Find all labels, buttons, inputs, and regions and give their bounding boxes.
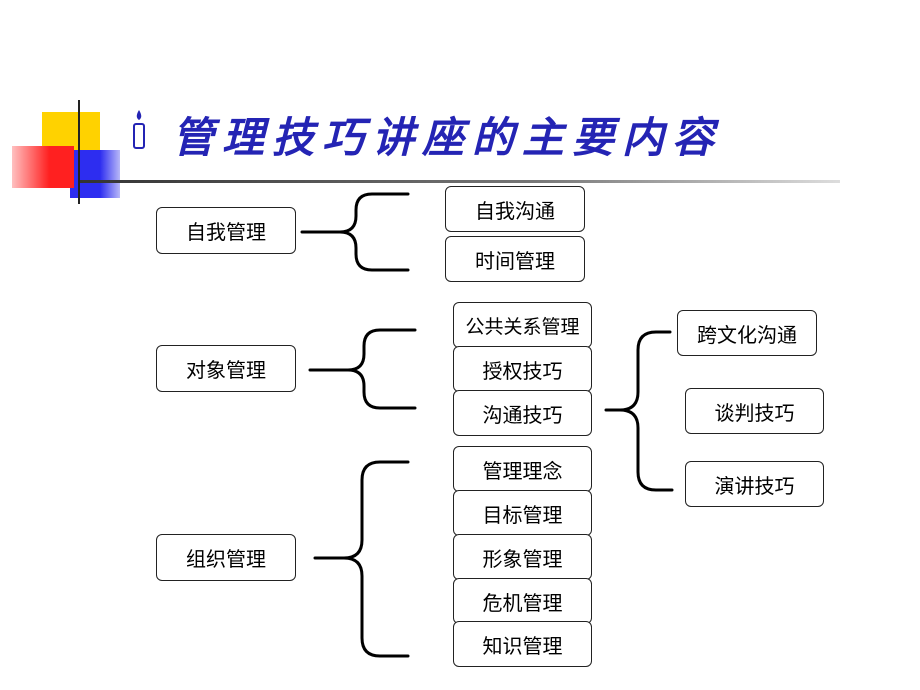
item-crisis-management: 危机管理: [453, 578, 592, 624]
page-title: 管理技巧讲座的主要内容: [172, 113, 723, 162]
item-management-philosophy: 管理理念: [453, 446, 592, 492]
title-divider: [80, 180, 840, 183]
category-self-management: 自我管理: [156, 207, 296, 254]
brace-communication-skills: [604, 330, 674, 492]
item-self-communication: 自我沟通: [445, 186, 585, 232]
item-goal-management: 目标管理: [453, 490, 592, 536]
decor-red-square: [12, 146, 74, 188]
item-image-management: 形象管理: [453, 534, 592, 580]
brace-org-management: [313, 460, 410, 658]
item-knowledge-management: 知识管理: [453, 621, 592, 667]
brace-self-management: [300, 192, 410, 272]
category-object-management: 对象管理: [156, 345, 296, 392]
item-negotiation-skills: 谈判技巧: [685, 388, 824, 434]
item-time-management: 时间管理: [445, 236, 585, 282]
category-org-management: 组织管理: [156, 534, 296, 581]
item-presentation-skills: 演讲技巧: [685, 461, 824, 507]
item-communication-skills: 沟通技巧: [453, 390, 592, 436]
brace-object-management: [308, 328, 417, 410]
candle-icon: [133, 110, 145, 149]
item-public-relations: 公共关系管理: [453, 302, 592, 348]
item-delegation-skills: 授权技巧: [453, 346, 592, 392]
item-cross-cultural-communication: 跨文化沟通: [677, 310, 817, 356]
decor-vertical-line: [78, 100, 80, 204]
